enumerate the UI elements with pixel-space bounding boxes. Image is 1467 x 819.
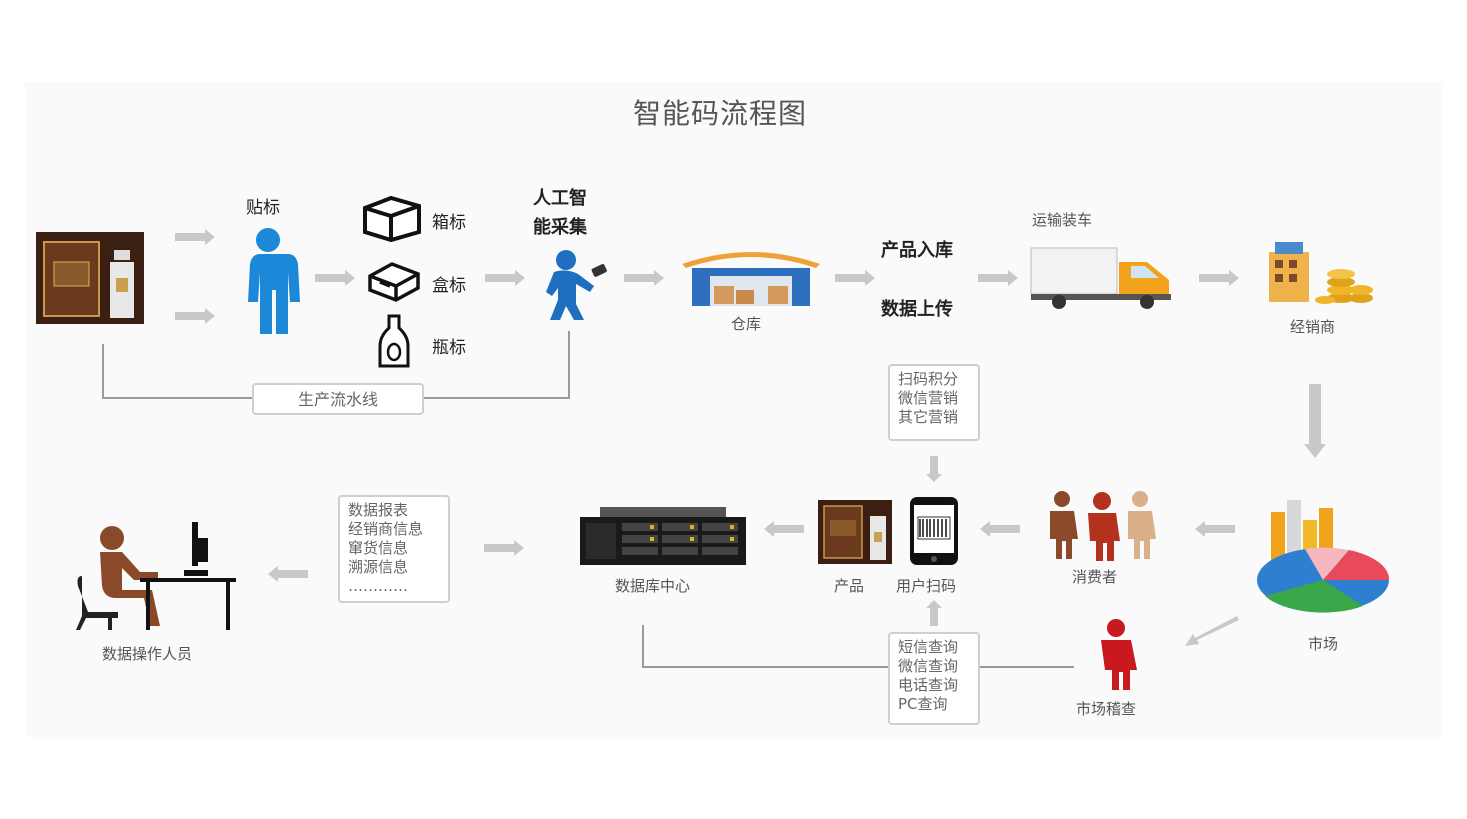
report-item: 溯源信息 (348, 558, 409, 576)
marketing-item: 其它营销 (898, 408, 959, 426)
stock-in-label: 产品入库 (881, 240, 953, 261)
ai-collect-line2: 能采集 (533, 217, 587, 238)
bottle-icon (378, 314, 410, 368)
marketing-item: 扫码积分 (898, 370, 959, 388)
warehouse-icon (682, 252, 820, 306)
arrow-down-to-market (1304, 384, 1326, 458)
arrow-to-database (764, 521, 804, 537)
database-server-icon (580, 507, 746, 565)
arrow-to-inspection (1185, 616, 1239, 646)
consumers-label: 消费者 (1072, 568, 1118, 586)
arrow-to-upload (835, 270, 875, 286)
query-line-left (642, 625, 644, 668)
report-item: 窜货信息 (348, 539, 409, 557)
inspection-label: 市场稽查 (1076, 700, 1137, 718)
arrow-up-to-phone (926, 600, 942, 626)
arrow-to-scan (980, 521, 1020, 537)
arrow-down-to-phone (926, 456, 942, 482)
market-pie-chart-icon (1257, 500, 1390, 613)
data-report-box: 数据报表 经销商信息 窜货信息 溯源信息 ………… (338, 495, 450, 603)
box-icon (363, 195, 421, 243)
arrow-to-operator (268, 566, 308, 582)
report-item: 经销商信息 (348, 520, 424, 538)
query-methods-box: 短信查询 微信查询 电话查询 PC查询 (888, 632, 980, 725)
liquor-box-image (36, 232, 144, 324)
case-label-text: 盒标 (432, 276, 466, 296)
production-line-label: 生产流水线 (297, 390, 378, 409)
market-label: 市场 (1308, 635, 1339, 653)
phone-qr-icon (910, 497, 958, 565)
transport-label: 运输装车 (1032, 211, 1093, 229)
scanner-person-icon (546, 250, 607, 320)
production-line-box: 生产流水线 (252, 383, 424, 415)
product-label: 产品 (834, 577, 865, 595)
product-image (818, 500, 892, 564)
query-line-bottom (642, 666, 888, 668)
arrow-to-consumers (1195, 521, 1235, 537)
labeling-label: 贴标 (246, 198, 280, 218)
arrow-to-warehouse (624, 270, 664, 286)
report-item: 数据报表 (348, 501, 409, 519)
production-line-bottom-right (424, 397, 570, 399)
arrow-split-down (175, 308, 215, 324)
query-item: 短信查询 (898, 638, 959, 656)
user-scan-label: 用户扫码 (896, 577, 957, 595)
arrow-report-to-database (484, 540, 524, 556)
worker-person-icon (248, 228, 300, 334)
arrow-to-labels (315, 270, 355, 286)
warehouse-label: 仓库 (731, 315, 762, 333)
distributor-label: 经销商 (1290, 318, 1336, 336)
data-upload-label: 数据上传 (881, 299, 953, 320)
case-icon (368, 262, 420, 302)
report-item: ………… (348, 577, 408, 595)
production-line-left (102, 344, 104, 399)
query-item: 微信查询 (898, 657, 959, 675)
query-item: 电话查询 (898, 676, 959, 694)
query-line-right (980, 666, 1074, 668)
ai-collect-line1: 人工智 (533, 188, 587, 209)
production-line-bottom-left (102, 397, 254, 399)
consumers-group-icon (1050, 491, 1156, 561)
operator-at-computer-icon (76, 522, 236, 630)
bottle-label-text: 瓶标 (432, 338, 466, 358)
production-line-right (568, 331, 570, 399)
distributor-icon (1269, 242, 1373, 304)
query-item: PC查询 (898, 695, 948, 713)
arrow-split-up (175, 229, 215, 245)
inspector-person-icon (1101, 619, 1137, 690)
arrow-to-truck (978, 270, 1018, 286)
marketing-item: 微信营销 (898, 389, 959, 407)
box-label-text: 箱标 (432, 213, 466, 233)
truck-icon (1030, 247, 1171, 309)
database-center-label: 数据库中心 (615, 577, 691, 595)
arrow-to-distributor (1199, 270, 1239, 286)
diagram-title: 智能码流程图 (632, 97, 807, 130)
data-operator-label: 数据操作人员 (102, 645, 193, 663)
arrow-to-ai (485, 270, 525, 286)
marketing-info-box: 扫码积分 微信营销 其它营销 (888, 364, 980, 441)
